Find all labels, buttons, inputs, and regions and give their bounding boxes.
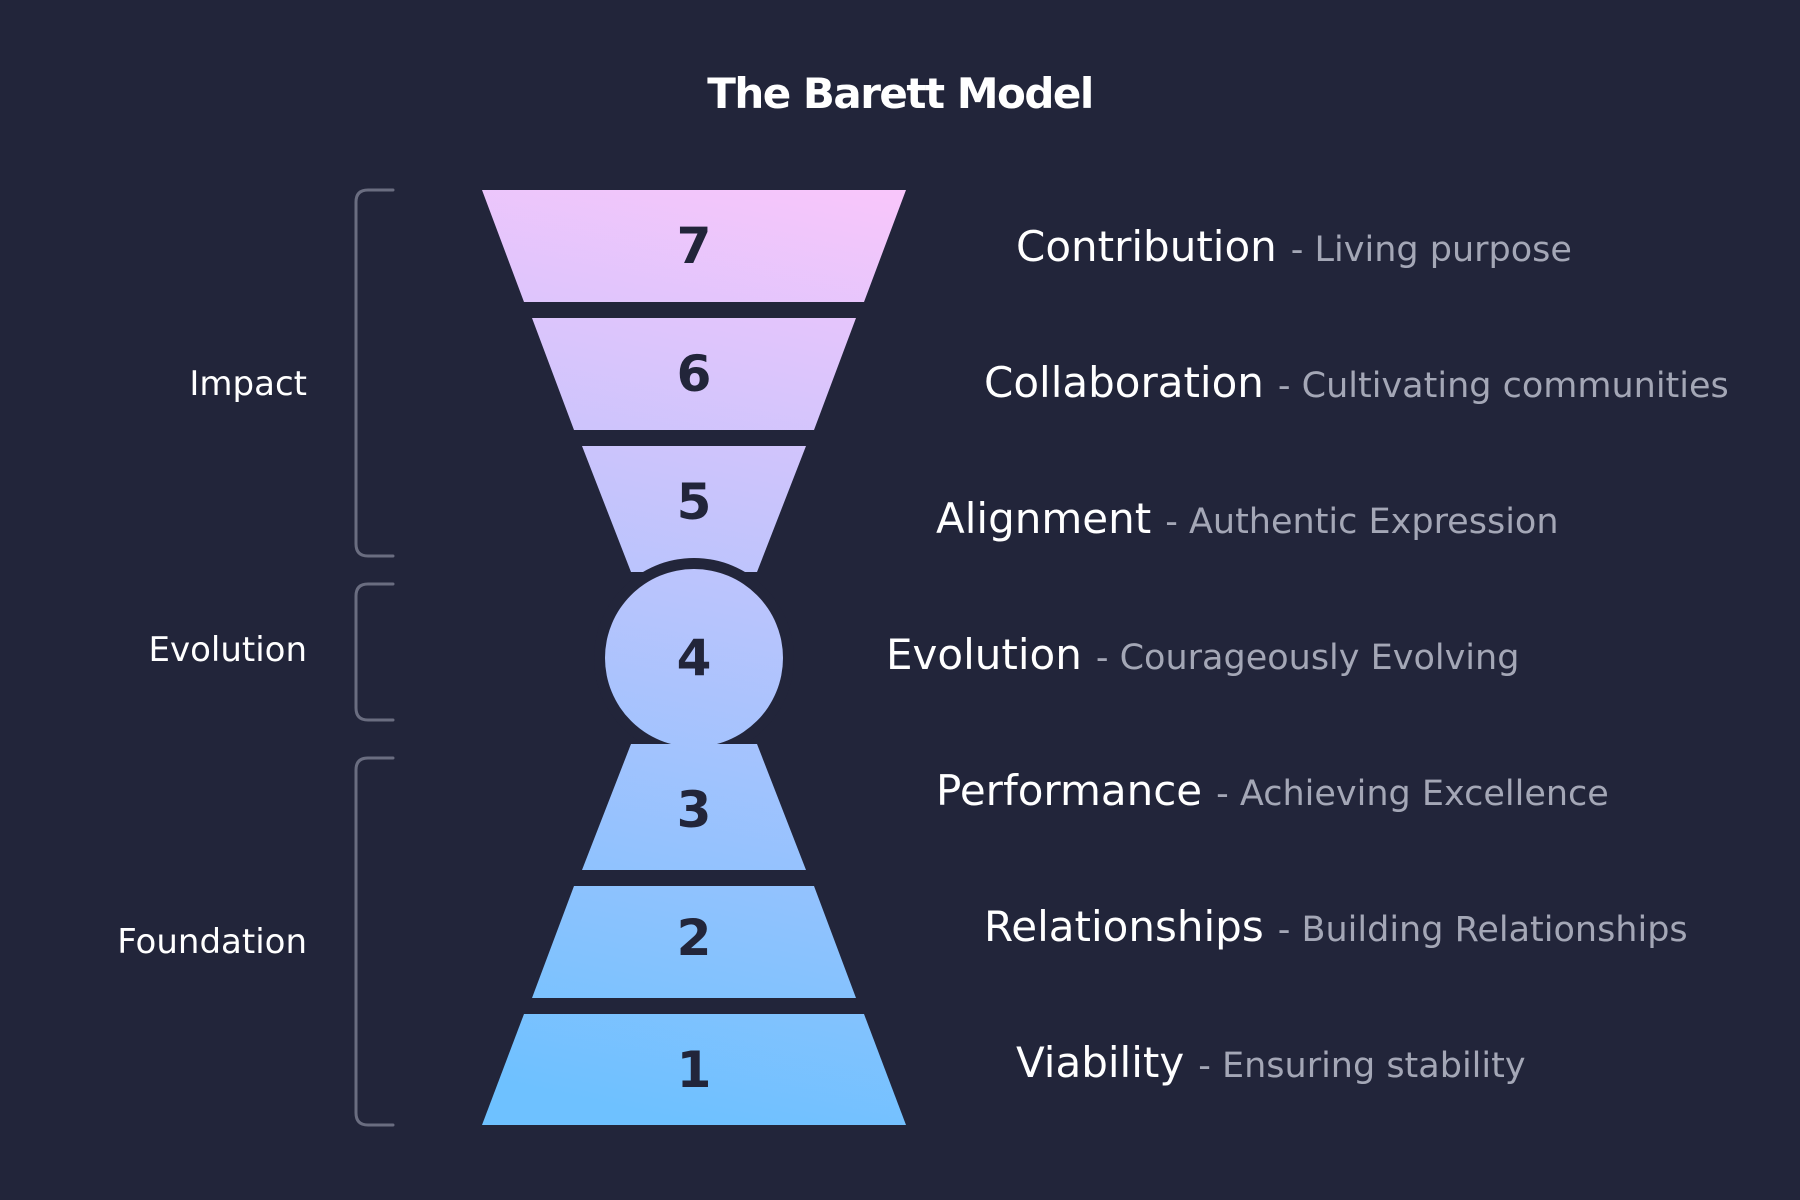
level-2-label: Relationships - Building Relationships: [984, 902, 1688, 951]
level-3-name: Performance: [936, 766, 1202, 815]
level-6-number: 6: [677, 345, 712, 403]
level-2-segment: [532, 886, 856, 998]
level-1-segment: [482, 1014, 906, 1125]
diagram-title: The Barett Model: [707, 69, 1093, 118]
level-6-label: Collaboration - Cultivating communities: [984, 358, 1729, 407]
level-3-number: 3: [677, 781, 712, 839]
level-4-circle: [605, 569, 783, 747]
level-4-label: Evolution - Courageously Evolving: [886, 630, 1519, 679]
level-5-description: - Authentic Expression: [1165, 502, 1558, 542]
level-3-segment: [582, 744, 806, 870]
level-2-name: Relationships: [984, 902, 1264, 951]
level-1-description: - Ensuring stability: [1198, 1046, 1525, 1086]
level-4-name: Evolution: [886, 630, 1082, 679]
level-3-label: Performance - Achieving Excellence: [936, 766, 1609, 815]
level-4-description: - Courageously Evolving: [1096, 638, 1520, 678]
level-6-segment: [532, 318, 856, 430]
level-5-segment: [582, 446, 806, 572]
level-7-segment: [482, 190, 906, 302]
level-7-description: - Living purpose: [1291, 230, 1572, 270]
group-label-impact: Impact: [189, 364, 307, 404]
level-2-number: 2: [677, 909, 712, 967]
level-1-number: 1: [677, 1041, 712, 1099]
level-5-name: Alignment: [936, 494, 1151, 543]
level-1-label: Viability - Ensuring stability: [1016, 1038, 1526, 1087]
level-4-number: 4: [677, 629, 712, 687]
level-6-name: Collaboration: [984, 358, 1264, 407]
level-7-number: 7: [677, 217, 712, 275]
level-5-label: Alignment - Authentic Expression: [936, 494, 1559, 543]
group-label-foundation: Foundation: [117, 922, 307, 962]
bracket-impact: [354, 188, 395, 558]
level-3-description: - Achieving Excellence: [1216, 774, 1609, 814]
level-7-label: Contribution - Living purpose: [1016, 222, 1572, 271]
level-1-name: Viability: [1016, 1038, 1184, 1087]
bracket-foundation: [354, 756, 395, 1127]
bracket-evolution: [354, 582, 395, 722]
level-5-number: 5: [677, 473, 712, 531]
level-2-description: - Building Relationships: [1278, 910, 1688, 950]
group-label-evolution: Evolution: [148, 630, 307, 670]
hourglass-shape: [482, 190, 906, 1125]
level-7-name: Contribution: [1016, 222, 1277, 271]
level-6-description: - Cultivating communities: [1278, 366, 1729, 406]
